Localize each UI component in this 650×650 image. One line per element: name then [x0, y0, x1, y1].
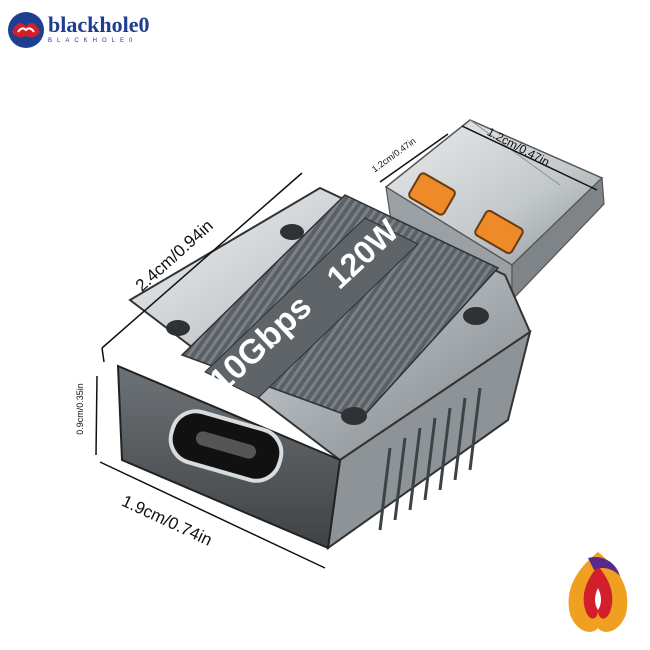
usb-a-plug [384, 119, 605, 302]
usb-pin-2 [474, 209, 524, 255]
screw-icon [166, 224, 489, 425]
side-ridges [378, 387, 482, 531]
dim-body-height: 0.9cm/0.35in [74, 383, 85, 435]
brand-logo-mark [8, 12, 44, 48]
flame-logo-icon [568, 552, 628, 632]
brand-tagline: BLACKHOLE0 [48, 38, 138, 44]
brand-logo: blackhole0 BLACKHOLE0 [6, 6, 206, 54]
brand-name: blackhole0 [48, 12, 150, 37]
label-band [204, 217, 419, 399]
adapter-body [116, 186, 532, 551]
dimension-lines [95, 125, 598, 569]
usb-pin-1 [408, 172, 456, 216]
